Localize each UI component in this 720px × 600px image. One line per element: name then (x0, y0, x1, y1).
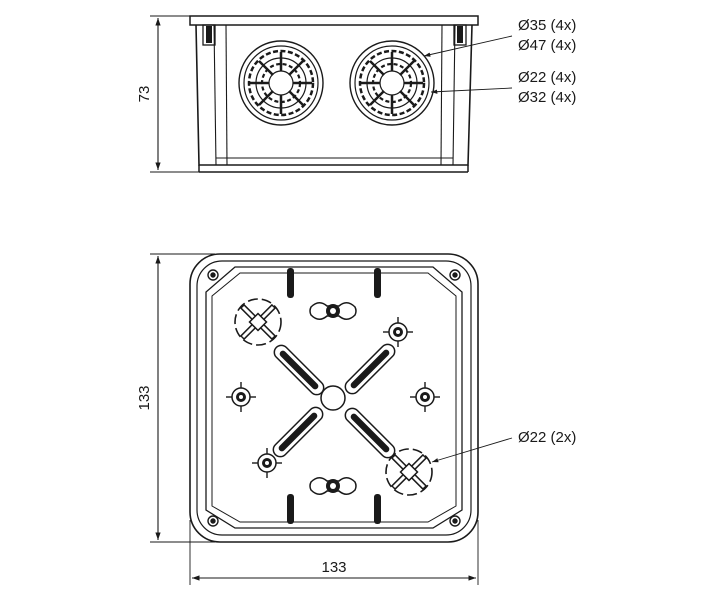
slot-top-left (270, 341, 328, 399)
boss-screw-upper-right (382, 316, 414, 348)
side-rim (189, 15, 479, 26)
side-knockout-left (237, 39, 325, 127)
side-clip-right (453, 24, 467, 46)
slot-bottom-right (341, 404, 399, 462)
callout-side-outer-a: Ø35 (4x) (518, 17, 576, 34)
top-view (189, 253, 479, 543)
side-body (195, 24, 473, 166)
knockout-bottom-right (386, 449, 432, 495)
callout-side-inner-a: Ø22 (4x) (518, 69, 576, 86)
top-inner-wall (205, 266, 463, 529)
slot-top-right (341, 340, 399, 398)
top-outer-rim (189, 253, 479, 543)
dimension-top-width-label: 133 (321, 559, 346, 576)
side-callout-leaders (423, 35, 513, 94)
boss-screw-right (409, 381, 441, 413)
slot-bottom-left (269, 403, 327, 461)
knockout-top-left (235, 299, 281, 345)
callout-side-outer-b: Ø47 (4x) (518, 37, 576, 54)
side-clip-left (202, 24, 216, 46)
dimension-side-height (150, 15, 199, 173)
callout-bottom-leader (431, 437, 513, 463)
side-view (189, 15, 479, 173)
dimension-top-height-label: 133 (136, 385, 153, 410)
dimension-side-height-label: 73 (136, 86, 153, 103)
center-hole (320, 385, 346, 411)
dimension-top-height (150, 253, 215, 543)
wing-screw-top (309, 301, 357, 321)
wing-screw-bottom (309, 476, 357, 496)
corner-holes (207, 269, 461, 527)
top-inner-rim (196, 260, 472, 536)
wall-ribs (287, 268, 381, 524)
boss-screw-left (225, 381, 257, 413)
callout-side-inner-b: Ø32 (4x) (518, 89, 576, 106)
callout-bottom-knockout: Ø22 (2x) (518, 429, 576, 446)
dimension-top-width (189, 520, 479, 585)
side-knockout-right (348, 39, 436, 127)
